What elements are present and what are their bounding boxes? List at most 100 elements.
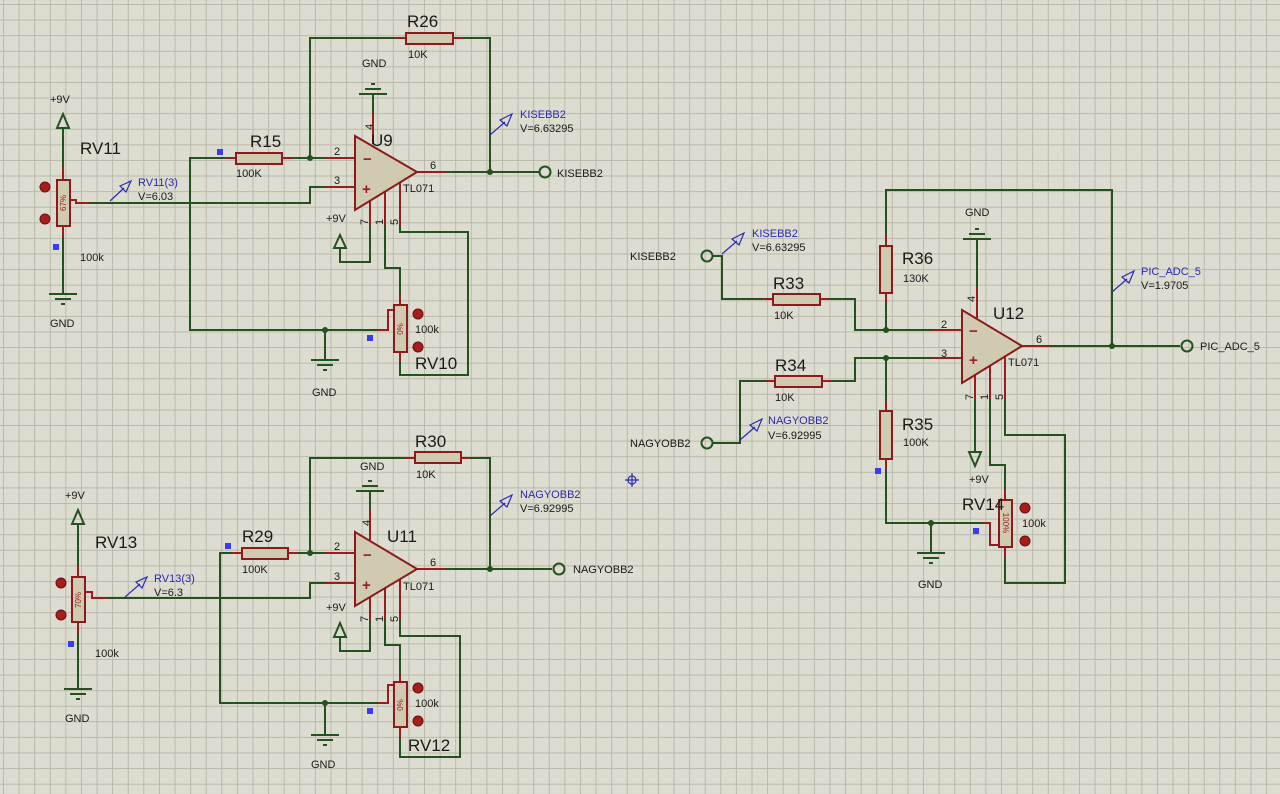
power-vcc-rv11[interactable]: +9V xyxy=(50,94,71,168)
terminal-label: NAGYOBB2 xyxy=(630,438,691,450)
power-arrow-icon xyxy=(967,451,983,469)
plus-sign: + xyxy=(362,181,371,198)
opamp-u12[interactable]: − + U12 TL071 2 3 6 4 7 1 5 xyxy=(932,288,1050,400)
probe-name: KISEBB2 xyxy=(520,109,566,121)
component-value: 100K xyxy=(236,168,262,180)
pot-rv14[interactable]: 100% 100k RV14 xyxy=(962,490,1046,558)
selection-marker xyxy=(875,468,881,474)
resistor-r34[interactable]: R34 10K xyxy=(765,356,832,404)
gnd-label: GND xyxy=(362,58,387,70)
probe-name: NAGYOBB2 xyxy=(768,415,829,427)
pin-marker-icon xyxy=(1019,502,1031,514)
ground-rv10[interactable]: GND xyxy=(311,359,339,399)
probe-name: PIC_ADC_5 xyxy=(1141,266,1201,278)
selection-marker xyxy=(225,543,231,549)
ground-u9[interactable]: GND xyxy=(359,58,387,95)
terminal-nagyobb2-out[interactable]: NAGYOBB2 xyxy=(552,562,634,577)
voltage-probe-rv11[interactable]: RV11(3) V=6.03 xyxy=(109,177,178,203)
minus-sign: − xyxy=(969,323,978,340)
pin-marker-icon xyxy=(412,715,424,727)
pin-number: 4 xyxy=(361,520,373,526)
probe-name: NAGYOBB2 xyxy=(520,489,581,501)
pin-number: 1 xyxy=(979,394,991,400)
pin-number: 7 xyxy=(359,219,371,225)
ground-u12[interactable]: GND xyxy=(963,207,991,240)
resistor-r36[interactable]: R36 130K xyxy=(879,236,933,303)
crosshair-cursor-icon xyxy=(625,473,639,487)
component-value: 130K xyxy=(903,273,929,285)
terminal-kisebb2-out[interactable]: KISEBB2 xyxy=(538,165,603,181)
pin-number: 2 xyxy=(334,541,340,553)
resistor-r30[interactable]: R30 10K xyxy=(405,432,470,481)
pin-number: 1 xyxy=(374,219,386,225)
component-value: 10K xyxy=(774,310,794,322)
terminal-nagyobb2-in[interactable]: NAGYOBB2 xyxy=(630,436,714,451)
voltage-probe-pic-adc-5[interactable]: PIC_ADC_5 V=1.9705 xyxy=(1111,266,1201,293)
pin-number: 6 xyxy=(430,160,436,172)
component-type: TL071 xyxy=(403,581,434,593)
voltage-probe-kisebb2-b[interactable]: KISEBB2 V=6.63295 xyxy=(721,228,806,255)
component-ref: R34 xyxy=(775,356,806,375)
power-vcc-u11[interactable]: +9V xyxy=(326,602,348,638)
resistor-r35[interactable]: R35 100K xyxy=(879,401,933,469)
resistor-r15[interactable]: R15 100K xyxy=(226,132,294,180)
component-value: 100K xyxy=(903,437,929,449)
resistor-r29[interactable]: R29 100K xyxy=(232,527,298,576)
ground-rv11[interactable]: GND xyxy=(49,293,77,330)
power-arrow-icon xyxy=(332,232,348,249)
pot-percent: 0% xyxy=(396,699,405,711)
voltage-probe-kisebb2-a[interactable]: KISEBB2 V=6.63295 xyxy=(489,109,574,136)
power-vcc-rv13[interactable]: +9V xyxy=(65,490,86,565)
pin-marker-icon xyxy=(39,213,51,225)
pin-marker-icon xyxy=(412,682,424,694)
power-arrow-icon xyxy=(332,620,348,638)
gnd-label: GND xyxy=(918,579,943,591)
pin-number: 4 xyxy=(364,124,376,130)
resistor-r26[interactable]: R26 10K xyxy=(395,12,464,61)
power-vcc-u9[interactable]: +9V xyxy=(326,213,348,249)
component-ref: U9 xyxy=(371,131,393,150)
ground-u11[interactable]: GND xyxy=(356,461,385,492)
pin-number: 2 xyxy=(941,319,947,331)
ground-rv13[interactable]: GND xyxy=(64,688,92,725)
pin-number: 6 xyxy=(430,557,436,569)
voltage-probe-nagyobb2-a[interactable]: NAGYOBB2 V=6.92995 xyxy=(489,489,581,517)
component-ref: R30 xyxy=(415,432,446,451)
pin-number: 5 xyxy=(994,394,1006,400)
terminal-label: KISEBB2 xyxy=(557,168,603,180)
ground-r35[interactable]: GND xyxy=(917,552,945,591)
probe-name: RV11(3) xyxy=(138,177,178,189)
vcc-label: +9V xyxy=(65,490,86,502)
pot-rv10[interactable]: 0% 100k RV10 xyxy=(378,296,457,373)
resistor-r33[interactable]: R33 10K xyxy=(763,274,830,322)
opamp-u9[interactable]: − + U9 TL071 2 3 6 4 7 1 5 xyxy=(325,114,445,225)
vcc-label: +9V xyxy=(969,474,990,486)
pin-number: 5 xyxy=(389,219,401,225)
pot-rv12[interactable]: 0% 100k RV12 xyxy=(378,673,450,755)
ground-rv12[interactable]: GND xyxy=(311,734,339,771)
component-value: 100k xyxy=(95,648,119,660)
probe-name: RV13(3) xyxy=(154,573,195,585)
component-value: 100K xyxy=(242,564,268,576)
terminal-label: KISEBB2 xyxy=(630,251,676,263)
opamp-u11[interactable]: − + U11 TL071 2 3 6 4 7 1 5 xyxy=(325,510,445,622)
component-type: TL071 xyxy=(1008,357,1039,369)
pin-number: 3 xyxy=(941,348,947,360)
voltage-probe-nagyobb2-b[interactable]: NAGYOBB2 V=6.92995 xyxy=(739,415,829,442)
terminal-pic-adc-5[interactable]: PIC_ADC_5 xyxy=(1180,339,1260,354)
terminal-kisebb2-in[interactable]: KISEBB2 xyxy=(630,249,714,264)
pin-number: 7 xyxy=(359,616,371,622)
component-ref: U11 xyxy=(387,527,417,546)
gnd-label: GND xyxy=(50,318,75,330)
pot-rv13[interactable]: 70% RV13 100k xyxy=(55,533,137,660)
component-ref: R36 xyxy=(902,249,933,268)
probe-name: KISEBB2 xyxy=(752,228,798,240)
pin-marker-icon xyxy=(55,609,67,621)
probe-voltage: V=1.9705 xyxy=(1141,280,1188,292)
power-vcc-u12[interactable]: +9V xyxy=(967,451,990,486)
component-type: TL071 xyxy=(403,183,434,195)
pot-rv11[interactable]: 67% RV11 100k xyxy=(39,139,121,264)
plus-sign: + xyxy=(969,352,978,369)
voltage-probe-rv13[interactable]: RV13(3) V=6.3 xyxy=(124,573,195,599)
